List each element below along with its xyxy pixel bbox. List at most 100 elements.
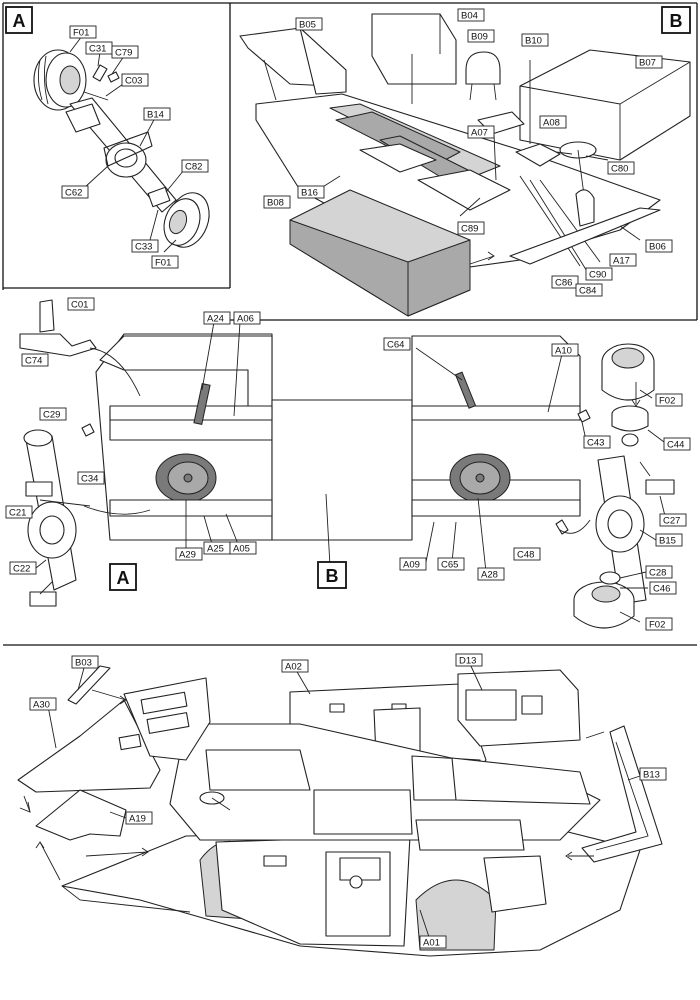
panel-b-interior-artwork: [239, 13, 691, 317]
part-label: A25: [203, 541, 231, 555]
svg-text:C82: C82: [185, 162, 202, 173]
panel-a-axle-artwork: [33, 35, 210, 253]
svg-text:A: A: [117, 568, 130, 588]
part-label: B03: [71, 655, 99, 669]
part-label: A17: [609, 253, 637, 267]
svg-text:C64: C64: [387, 340, 404, 351]
part-label: A01: [419, 935, 447, 949]
chassis-artwork: [19, 299, 675, 629]
svg-text:C29: C29: [43, 410, 60, 421]
svg-text:F02: F02: [649, 620, 665, 631]
part-label: A10: [551, 343, 579, 357]
panel-a-labels: F01 C31 C79 C03 B14 C62 C82 C33 F01: [61, 25, 209, 269]
panel-frames: [2, 2, 698, 646]
panel-b-labels: B05 B04 B09 B10 B07 A07 A08 C80 B16 B08 …: [263, 8, 673, 297]
part-label: A30: [29, 697, 57, 711]
section-callout-a: A: [109, 563, 137, 591]
part-label: C28: [645, 565, 673, 579]
svg-text:B05: B05: [299, 20, 316, 31]
part-label: B07: [635, 55, 663, 69]
part-label: D13: [455, 653, 483, 667]
part-label: B16: [297, 185, 325, 199]
svg-text:A02: A02: [285, 662, 302, 673]
part-label: A07: [467, 125, 495, 139]
svg-text:C48: C48: [517, 550, 534, 561]
svg-text:C46: C46: [653, 584, 670, 595]
svg-text:A: A: [13, 11, 26, 31]
part-label: B04: [457, 8, 485, 22]
svg-text:A08: A08: [543, 118, 560, 129]
part-label: C03: [121, 73, 149, 87]
part-label: C34: [77, 471, 105, 485]
svg-text:F01: F01: [73, 28, 89, 39]
svg-text:A07: A07: [471, 128, 488, 139]
svg-text:C74: C74: [25, 356, 42, 367]
part-label: A24: [203, 311, 231, 325]
part-label: F01: [69, 25, 97, 39]
svg-text:B04: B04: [461, 11, 478, 22]
svg-text:B14: B14: [147, 110, 164, 121]
part-label: F01: [151, 255, 179, 269]
svg-text:A01: A01: [423, 938, 440, 949]
part-label: C80: [607, 161, 635, 175]
part-label: C27: [659, 513, 687, 527]
svg-text:B03: B03: [75, 658, 92, 669]
svg-text:C86: C86: [555, 278, 572, 289]
svg-text:B09: B09: [471, 32, 488, 43]
svg-text:C34: C34: [81, 474, 98, 485]
part-label: C74: [21, 353, 49, 367]
svg-text:C21: C21: [9, 508, 26, 519]
part-label: C82: [181, 159, 209, 173]
svg-text:A05: A05: [233, 544, 250, 555]
part-label: C48: [513, 547, 541, 561]
chassis-labels: C01 C74 C29 C21 C34 C22 A24 A06 A29 A25 …: [5, 297, 691, 631]
svg-text:B: B: [326, 566, 339, 586]
svg-text:C03: C03: [125, 76, 142, 87]
svg-text:B: B: [670, 11, 683, 31]
svg-text:C65: C65: [441, 560, 458, 571]
part-label: B09: [467, 29, 495, 43]
part-label: A06: [233, 311, 261, 325]
part-label: A02: [281, 659, 309, 673]
part-label: C33: [131, 239, 159, 253]
svg-text:C84: C84: [579, 286, 596, 297]
svg-text:C80: C80: [611, 164, 628, 175]
svg-text:A19: A19: [129, 814, 146, 825]
section-callout-b: B: [317, 561, 347, 589]
svg-text:B16: B16: [301, 188, 318, 199]
part-label: C79: [111, 45, 139, 59]
svg-text:D13: D13: [459, 656, 476, 667]
svg-text:F02: F02: [659, 396, 675, 407]
svg-text:A06: A06: [237, 314, 254, 325]
part-label: A05: [229, 541, 257, 555]
part-label: A09: [399, 557, 427, 571]
part-label: C01: [67, 297, 95, 311]
svg-text:A09: A09: [403, 560, 420, 571]
part-label: F02: [655, 393, 683, 407]
svg-text:A29: A29: [179, 550, 196, 561]
part-label: B13: [639, 767, 667, 781]
part-label: A19: [125, 811, 153, 825]
part-label: C90: [585, 267, 613, 281]
part-label: C22: [9, 561, 37, 575]
part-label: C64: [383, 337, 411, 351]
svg-text:C90: C90: [589, 270, 606, 281]
part-label: B06: [645, 239, 673, 253]
part-label: C89: [457, 221, 485, 235]
part-label: C29: [39, 407, 67, 421]
part-label: B08: [263, 195, 291, 209]
svg-text:A30: A30: [33, 700, 50, 711]
part-label: C62: [61, 185, 89, 199]
part-label: C31: [85, 41, 113, 55]
part-label: C43: [583, 435, 611, 449]
svg-text:B10: B10: [525, 36, 542, 47]
hull-labels: B03 A30 A19 A02 D13 B13 A01: [29, 653, 667, 949]
part-label: F02: [645, 617, 673, 631]
svg-text:C89: C89: [461, 224, 478, 235]
svg-text:B13: B13: [643, 770, 660, 781]
part-label: C65: [437, 557, 465, 571]
svg-text:C33: C33: [135, 242, 152, 253]
svg-text:C28: C28: [649, 568, 666, 579]
part-label: B15: [655, 533, 683, 547]
